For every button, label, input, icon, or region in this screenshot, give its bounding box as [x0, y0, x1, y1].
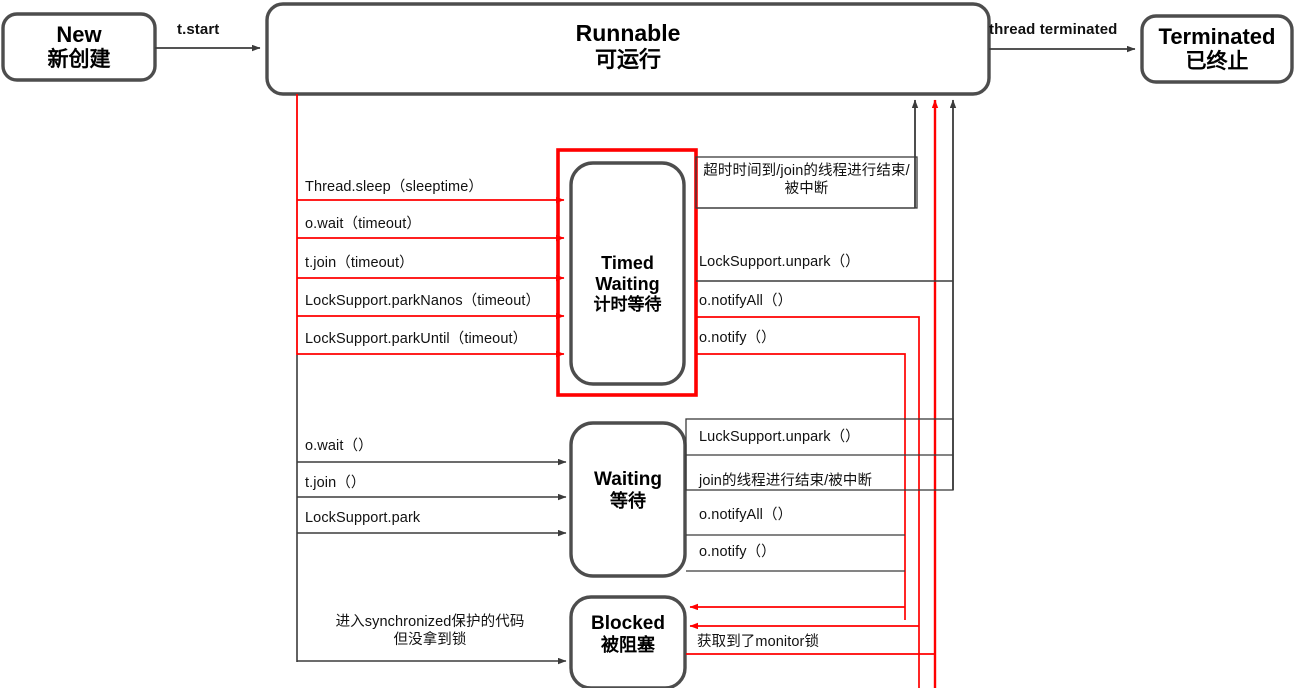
node-new[interactable] [1, 12, 157, 82]
edge-label-to-timedwaiting-5: LockSupport.parkUntil（timeout） [305, 331, 528, 347]
node-blocked[interactable] [569, 595, 687, 688]
node-waiting[interactable] [569, 421, 687, 578]
edge-label-to-waiting-1: o.wait（） [305, 438, 373, 454]
edge-label-to-blocked-line1: 进入synchronized保护的代码 [335, 614, 525, 630]
node-label-blocked: Blocked 被阻塞 [591, 613, 665, 656]
edge-label-from-timedwaiting-3: o.notifyAll（） [699, 293, 793, 309]
edge-label-to-waiting-3: LockSupport.park [305, 510, 421, 526]
edge-label-from-timedwaiting-2: LockSupport.unpark（） [699, 254, 860, 270]
edge-label-thread-terminated: thread terminated [989, 21, 1118, 38]
node-terminated[interactable] [1140, 14, 1294, 84]
edge-label-from-waiting-4: o.notify（） [699, 544, 776, 560]
edge-from-waiting-unpark [685, 418, 954, 491]
node-label-new: New 新创建 [47, 22, 111, 71]
node-label-runnable: Runnable 可运行 [575, 20, 681, 73]
edge-from-timedwaiting-timeout-box [695, 156, 918, 209]
edge-label-to-waiting-2: t.join（） [305, 475, 366, 491]
edge-label-to-blocked: 进入synchronized保护的代码 但没拿到锁 [300, 613, 560, 649]
edge-label-from-timedwaiting-1: 超时时间到/join的线程进行结束/被中断 [703, 163, 910, 198]
edge-label-start: t.start [177, 21, 220, 38]
edge-label-to-timedwaiting-3: t.join（timeout） [305, 255, 414, 271]
edge-label-to-timedwaiting-4: LockSupport.parkNanos（timeout） [305, 293, 541, 309]
edge-label-from-timedwaiting-4: o.notify（） [699, 330, 776, 346]
edge-from-timedwaiting-notifyall [696, 316, 920, 688]
node-label-terminated: Terminated 已终止 [1158, 24, 1276, 73]
edge-label-from-waiting-2: join的线程进行结束/被中断 [699, 473, 873, 489]
node-label-timed-waiting: Timed Waiting 计时等待 [593, 253, 662, 315]
edge-from-timedwaiting-notify [696, 353, 906, 620]
edge-label-to-timedwaiting-1: Thread.sleep（sleeptime） [305, 179, 483, 195]
edge-label-from-waiting-3: o.notifyAll（） [699, 507, 793, 523]
edge-label-from-blocked: 获取到了monitor锁 [697, 634, 820, 650]
edge-label-from-waiting-1: LuckSupport.unpark（） [699, 429, 860, 445]
node-label-waiting: Waiting 等待 [594, 469, 662, 512]
edge-label-to-blocked-line2: 但没拿到锁 [393, 632, 467, 649]
edge-label-to-timedwaiting-2: o.wait（timeout） [305, 216, 421, 232]
node-timed-waiting[interactable] [556, 148, 698, 397]
